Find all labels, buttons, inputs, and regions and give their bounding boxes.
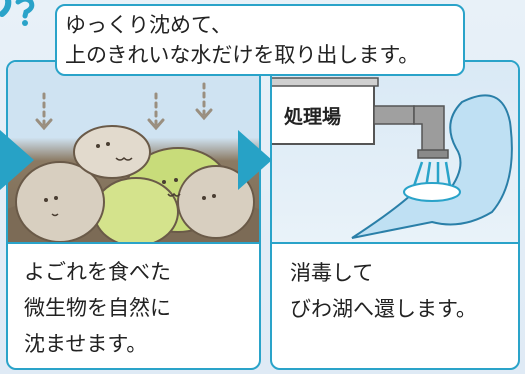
lake-biwa-shape (351, 94, 513, 239)
sedimentation-panel: よごれを食べた 微生物を自然に 沈ませます。 (6, 60, 261, 370)
disinfection-caption: 消毒して びわ湖へ還します。 (290, 255, 477, 327)
outflow-illustration (272, 77, 513, 239)
sedimentation-illustration (8, 62, 259, 274)
step-arrow-icon (238, 130, 272, 190)
treatment-plant-illustration: 処理場 (272, 62, 518, 242)
step-arrow-icon (0, 130, 34, 190)
caption-line-1: よごれを食べた (24, 260, 171, 284)
caption-line-3: 沈ませます。 (24, 332, 148, 356)
caption-line-1: 消毒して (290, 261, 374, 285)
panel-divider (272, 242, 518, 244)
treatment-plant-label: 処理場 (284, 106, 342, 128)
caption-line-2: びわ湖へ還します。 (290, 297, 477, 321)
microbe-illustration (8, 82, 259, 274)
panel-divider (8, 242, 259, 244)
question-mark-icon (0, 0, 35, 26)
explanation-callout: ゆっくり沈めて、 上のきれいな水だけを取り出します。 (55, 4, 465, 76)
sedimentation-caption: よごれを食べた 微生物を自然に 沈ませます。 (24, 254, 171, 362)
callout-line-2: 上のきれいな水だけを取り出します。 (65, 43, 420, 67)
callout-line-1: ゆっくり沈めて、 (65, 13, 232, 37)
disinfection-panel: 処理場 消毒して びわ湖へ還します。 (270, 60, 520, 370)
caption-line-2: 微生物を自然に (24, 296, 171, 320)
sinking-arrows-icon (42, 82, 206, 126)
